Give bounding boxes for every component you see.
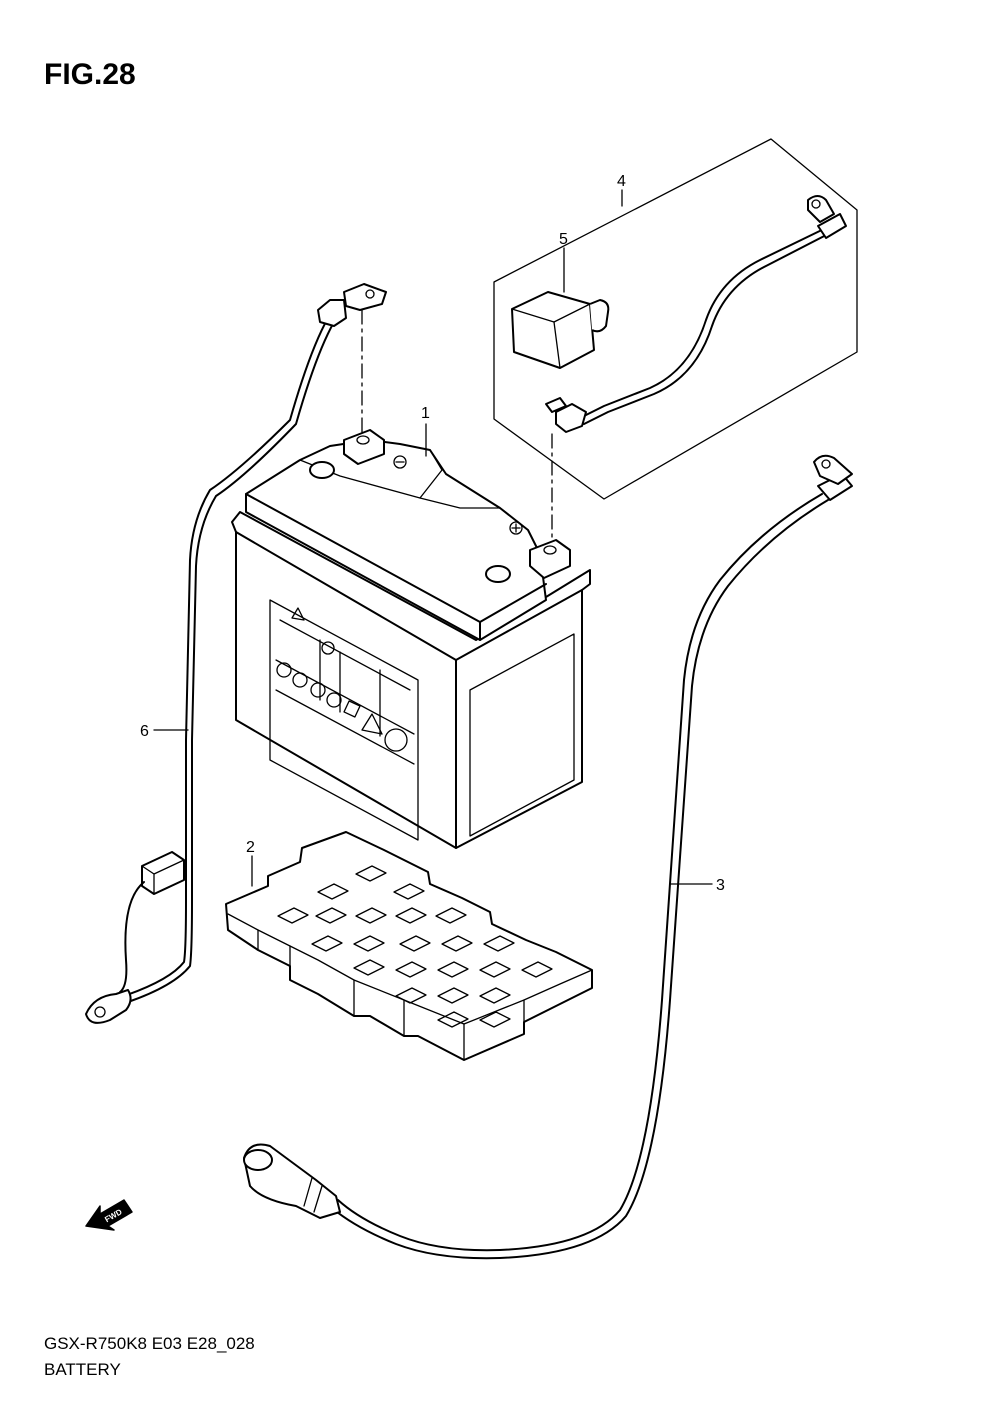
warning-triangle-icon xyxy=(291,607,305,621)
negative-lead[interactable] xyxy=(243,454,853,1260)
figure-title: FIG.28 xyxy=(44,58,136,91)
callout-2: 2 xyxy=(246,839,255,856)
positive-lead-set-box xyxy=(493,138,858,500)
battery-tray[interactable] xyxy=(225,831,593,1061)
callout-4: 4 xyxy=(617,173,626,190)
recycle-icon xyxy=(384,728,408,752)
warning-triangle-icon xyxy=(361,713,383,735)
positive-lead-cable[interactable] xyxy=(545,195,847,433)
callout-6: 6 xyxy=(140,723,149,740)
figure-code: GSX-R750K8 E03 E28_028 xyxy=(44,1334,255,1353)
callout-3: 3 xyxy=(716,877,725,894)
fwd-arrow-icon: FWD xyxy=(85,1199,133,1231)
ground-lead[interactable] xyxy=(85,283,387,1024)
callout-1: 1 xyxy=(421,405,430,422)
terminal-cover[interactable] xyxy=(511,291,610,369)
figure-name: BATTERY xyxy=(44,1360,121,1379)
battery[interactable] xyxy=(231,429,591,849)
callout-leaders xyxy=(153,189,713,887)
callout-5: 5 xyxy=(559,231,568,248)
